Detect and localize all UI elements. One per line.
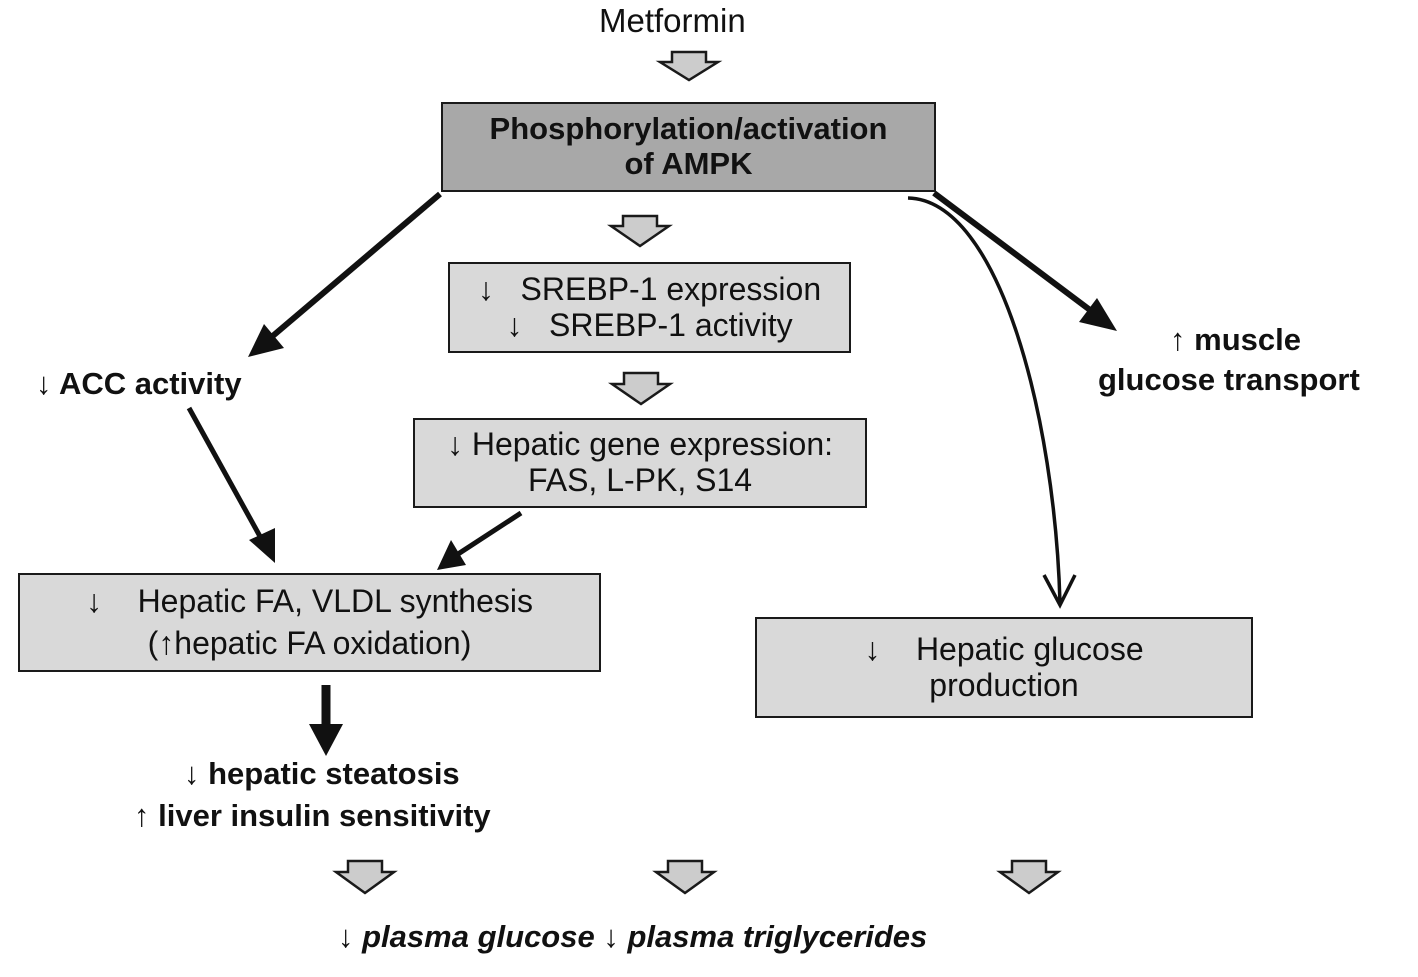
down-arrow-icon: ↓ bbox=[338, 919, 354, 954]
arrow-ampk-to-glucose-production bbox=[907, 196, 1062, 604]
down-arrow-icon: ↓ bbox=[86, 582, 102, 619]
down-arrow-icon: ↓ bbox=[864, 630, 881, 667]
arrow-ampk-to-muscle bbox=[932, 190, 1096, 316]
fa-synthesis-text: Hepatic FA, VLDL synthesis bbox=[137, 582, 533, 619]
gene-expression-box: ↓ Hepatic gene expression: FAS, L-PK, S1… bbox=[413, 418, 867, 508]
hollow-arrow-bottom-left bbox=[332, 859, 398, 895]
steatosis-text: hepatic steatosis bbox=[208, 756, 460, 791]
hepatic-glucose-text: Hepatic glucose bbox=[915, 630, 1144, 667]
down-arrow-icon: ↓ bbox=[36, 366, 52, 401]
down-arrow-icon: ↓ bbox=[184, 756, 200, 791]
insulin-sensitivity-text: liver insulin sensitivity bbox=[158, 798, 491, 833]
srebp-box-spacer bbox=[531, 307, 540, 343]
down-arrow-icon: ↓ bbox=[603, 919, 619, 954]
gene-list-text: FAS, L-PK, S14 bbox=[527, 462, 753, 498]
muscle-label-line2: glucose transport bbox=[1098, 362, 1360, 397]
ampk-box: Phosphorylation/activation of AMPK bbox=[441, 102, 936, 192]
hollow-arrow-srebp-gene bbox=[607, 371, 675, 406]
arrow-fa-to-liver-head bbox=[309, 724, 343, 756]
arrow-acc-to-fa bbox=[186, 406, 265, 542]
down-arrow-icon: ↓ bbox=[506, 306, 523, 343]
srebp-activity-text: SREBP-1 activity bbox=[549, 306, 793, 343]
srebp-box: ↓ SREBP-1 expression ↓ SREBP-1 activity bbox=[448, 262, 851, 353]
fa-oxidation-text: hepatic FA oxidation) bbox=[174, 624, 472, 661]
muscle-label-line1: ↑ muscle bbox=[1170, 322, 1301, 358]
up-arrow-icon: ↑ bbox=[158, 624, 175, 661]
hollow-arrow-bottom-right bbox=[996, 859, 1062, 895]
down-arrow-icon: ↓ bbox=[447, 426, 463, 463]
glucose-box-spacer bbox=[889, 631, 907, 667]
ampk-box-line2: of AMPK bbox=[624, 146, 753, 181]
ampk-box-line1: Phosphorylation/activation bbox=[489, 111, 888, 147]
liver-effect-line2: ↑ liver insulin sensitivity bbox=[134, 798, 491, 834]
liver-effect-line1: ↓ hepatic steatosis bbox=[184, 756, 460, 792]
muscle-text: muscle bbox=[1194, 322, 1301, 357]
down-arrow-icon: ↓ bbox=[477, 270, 494, 307]
arrow-gene-to-fa bbox=[453, 510, 523, 559]
arrow-acc-to-fa-head bbox=[249, 528, 275, 563]
glucose-production-box: ↓ Hepatic glucose production bbox=[755, 617, 1253, 718]
fa-box-line2: (↑hepatic FA oxidation) bbox=[147, 624, 472, 662]
srebp-box-line2: ↓ SREBP-1 activity bbox=[506, 306, 793, 344]
acc-activity-label: ↓ ACC activity bbox=[36, 366, 242, 402]
up-arrow-icon: ↑ bbox=[134, 798, 150, 833]
hollow-arrow-metformin bbox=[655, 50, 723, 82]
metformin-label: Metformin bbox=[599, 2, 746, 39]
fa-box-line1: ↓ Hepatic FA, VLDL synthesis bbox=[86, 582, 533, 620]
up-arrow-icon: ↑ bbox=[1170, 322, 1186, 357]
plasma-tg-text: plasma triglycerides bbox=[627, 919, 928, 954]
acc-activity-text: ACC activity bbox=[58, 366, 242, 401]
glucose-box-line1: ↓ Hepatic glucose bbox=[864, 630, 1144, 668]
srebp-box-spacer bbox=[503, 271, 512, 307]
hollow-arrow-ampk-srebp bbox=[606, 214, 674, 248]
fa-synthesis-box: ↓ Hepatic FA, VLDL synthesis (↑hepatic F… bbox=[18, 573, 601, 672]
open-paren: ( bbox=[147, 624, 159, 661]
arrow-ampk-to-muscle-head bbox=[1079, 298, 1117, 331]
arrow-ampk-to-acc bbox=[266, 191, 442, 343]
srebp-expression-text: SREBP-1 expression bbox=[520, 270, 822, 307]
gene-box-line1: ↓ Hepatic gene expression: bbox=[447, 426, 833, 463]
production-text: production bbox=[929, 666, 1079, 703]
hollow-arrow-bottom-center bbox=[652, 859, 718, 895]
fa-box-spacer bbox=[111, 583, 129, 619]
arrow-ampk-to-acc-head bbox=[248, 324, 284, 357]
plasma-outcomes: ↓ plasma glucose ↓ plasma triglycerides bbox=[338, 919, 927, 955]
plasma-glucose-text: plasma glucose bbox=[362, 919, 595, 954]
gene-expression-text: Hepatic gene expression: bbox=[471, 426, 833, 463]
srebp-box-line1: ↓ SREBP-1 expression bbox=[477, 270, 822, 308]
arrow-gene-to-fa-head bbox=[437, 540, 466, 570]
arrow-ampk-to-glucose-production-head bbox=[1042, 574, 1077, 609]
